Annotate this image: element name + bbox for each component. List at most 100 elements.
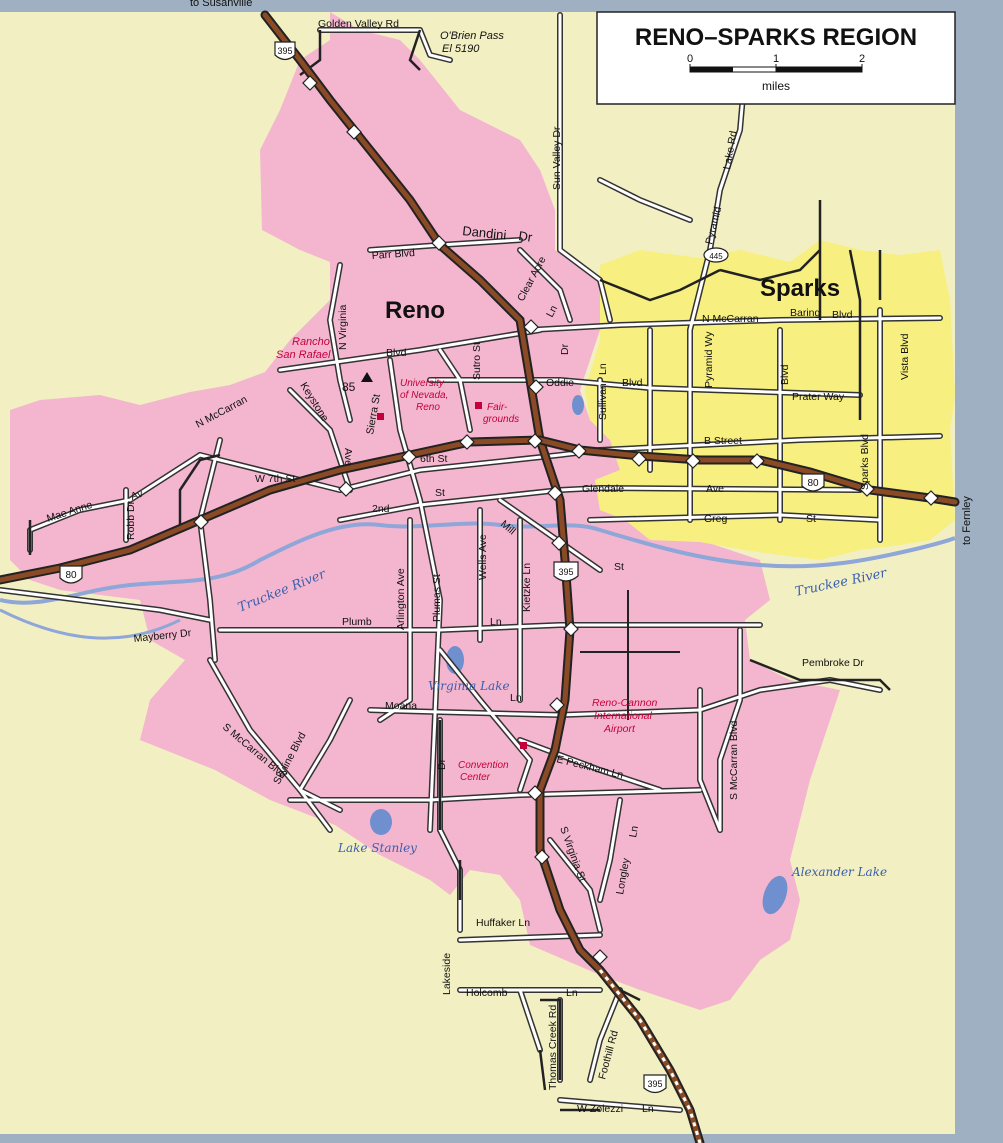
place-line: University xyxy=(400,378,445,389)
svg-text:445: 445 xyxy=(709,252,723,261)
road-label: Ln xyxy=(510,692,522,704)
road-label: Pembroke Dr xyxy=(802,657,864,669)
place-label-airport: Reno-Cannon International Airport xyxy=(592,697,658,735)
shield-395-central: 395 xyxy=(553,561,579,582)
map-title: RENO–SPARKS REGION xyxy=(635,24,917,51)
svg-text:395: 395 xyxy=(647,1079,662,1089)
svg-text:80: 80 xyxy=(65,570,77,581)
road-label: Pyramid Wy xyxy=(703,331,715,388)
truckee-river xyxy=(0,521,956,605)
shield-80-west: 80 xyxy=(59,565,83,584)
edge-label-top: to Susanville xyxy=(190,0,252,9)
city-sparks: Sparks xyxy=(760,275,840,302)
place-label-convention: Convention Center xyxy=(458,760,509,783)
road-label: Glendale xyxy=(582,483,624,495)
road-label: Av xyxy=(129,487,145,502)
road-label: Dandini xyxy=(462,223,508,243)
road-label: Arlington Ave xyxy=(395,568,407,630)
place-line: grounds xyxy=(483,414,519,425)
road-label: Prater Way xyxy=(792,391,845,403)
place-line: Rancho xyxy=(292,336,330,348)
road-label: Thomas Creek Rd xyxy=(547,1005,559,1090)
road-label: Sparks Blvd xyxy=(859,434,871,490)
lake-stanley-water xyxy=(370,809,392,835)
freeways xyxy=(0,10,960,1143)
road-label: Sullivan xyxy=(597,383,609,420)
road-label: Holcomb xyxy=(466,987,508,999)
airport-runways xyxy=(580,590,680,720)
place-label-fairgrounds: Fair- grounds xyxy=(483,402,519,425)
road-label: Oddie xyxy=(546,377,574,389)
pond-sparks xyxy=(572,395,584,415)
water-label-alexander-lake: Alexander Lake xyxy=(791,865,887,879)
place-line: Reno-Cannon xyxy=(592,697,658,709)
water-label-virginia-lake: Virginia Lake xyxy=(428,679,510,693)
road-label: Lakeside xyxy=(441,953,453,995)
water-label-lake-stanley: Lake Stanley xyxy=(337,841,417,855)
pass-elev: El 5190 xyxy=(442,43,480,55)
road-label: Plumas St xyxy=(431,574,443,622)
road-label: N Virginia xyxy=(337,305,349,350)
river-spur xyxy=(0,608,181,640)
road-label: Huffaker Ln xyxy=(476,917,530,929)
road-label: Moana xyxy=(385,700,417,712)
reno-urban-southwest xyxy=(440,760,480,820)
road-label: S McCarran Blvd xyxy=(728,720,740,800)
scale-tick-2: 2 xyxy=(859,53,865,65)
road-label: Dr xyxy=(559,343,571,355)
place-label-rancho: Rancho San Rafael xyxy=(276,336,331,361)
svg-text:395: 395 xyxy=(558,567,573,577)
road-label: St xyxy=(806,513,816,525)
scale-tick-0: 0 xyxy=(687,53,693,65)
place-line: International xyxy=(594,710,652,722)
road-label: Golden Valley Rd xyxy=(318,18,399,30)
road-label: Sun Valley Dr xyxy=(551,126,563,190)
road-label: Ave xyxy=(342,448,354,466)
shield-445: 445 xyxy=(703,247,729,263)
pass-name: O'Brien Pass xyxy=(440,30,504,42)
peak-label: 85 xyxy=(342,380,356,394)
place-line: Fair- xyxy=(487,402,508,413)
place-line: of Nevada, xyxy=(400,390,448,401)
alexander-lake-water xyxy=(762,875,788,915)
road-label: Blvd xyxy=(622,377,643,389)
road-label: Robb Dr xyxy=(125,500,137,540)
scale-unit: miles xyxy=(762,79,790,93)
place-markers xyxy=(377,402,527,749)
shield-80-east: 80 xyxy=(801,473,825,492)
road-label: Ln xyxy=(642,1103,654,1115)
road-label: Ln xyxy=(597,363,609,375)
road-label: N McCarran xyxy=(702,313,759,325)
road-label: Greg xyxy=(704,513,728,525)
road-label: B Street xyxy=(704,435,742,447)
road-label: Sutro St xyxy=(471,342,483,380)
svg-text:80: 80 xyxy=(807,478,819,489)
shield-395-north: 395 xyxy=(274,41,296,61)
road-label: Baring xyxy=(790,307,821,319)
peak-marker xyxy=(361,372,373,382)
road-label: Ln xyxy=(490,616,502,628)
edge-label-right: to Fernley xyxy=(961,496,973,545)
place-line: Reno xyxy=(416,402,440,413)
road-label: St xyxy=(435,487,445,499)
road-label: 6th St xyxy=(420,453,448,465)
city-reno: Reno xyxy=(385,297,445,324)
road-label: Blvd xyxy=(386,347,407,359)
place-line: Center xyxy=(460,772,491,783)
road-label: Blvd xyxy=(779,364,791,385)
minor-roads xyxy=(0,12,943,1113)
road-label: Vista Blvd xyxy=(899,333,911,380)
place-line: San Rafael xyxy=(276,349,331,361)
road-label: Kietzke Ln xyxy=(521,563,533,612)
place-line: Airport xyxy=(603,723,636,735)
place-line: Convention xyxy=(458,760,509,771)
scale-tick-1: 1 xyxy=(773,53,779,65)
place-label-university: University of Nevada, Reno xyxy=(400,378,448,413)
road-label: W Zolezzi xyxy=(577,1103,623,1115)
road-label: Dr xyxy=(436,758,448,770)
svg-text:395: 395 xyxy=(277,46,292,56)
road-label: Ave xyxy=(706,483,724,495)
road-label: Dr xyxy=(518,228,534,245)
road-label: Ln xyxy=(627,825,641,839)
